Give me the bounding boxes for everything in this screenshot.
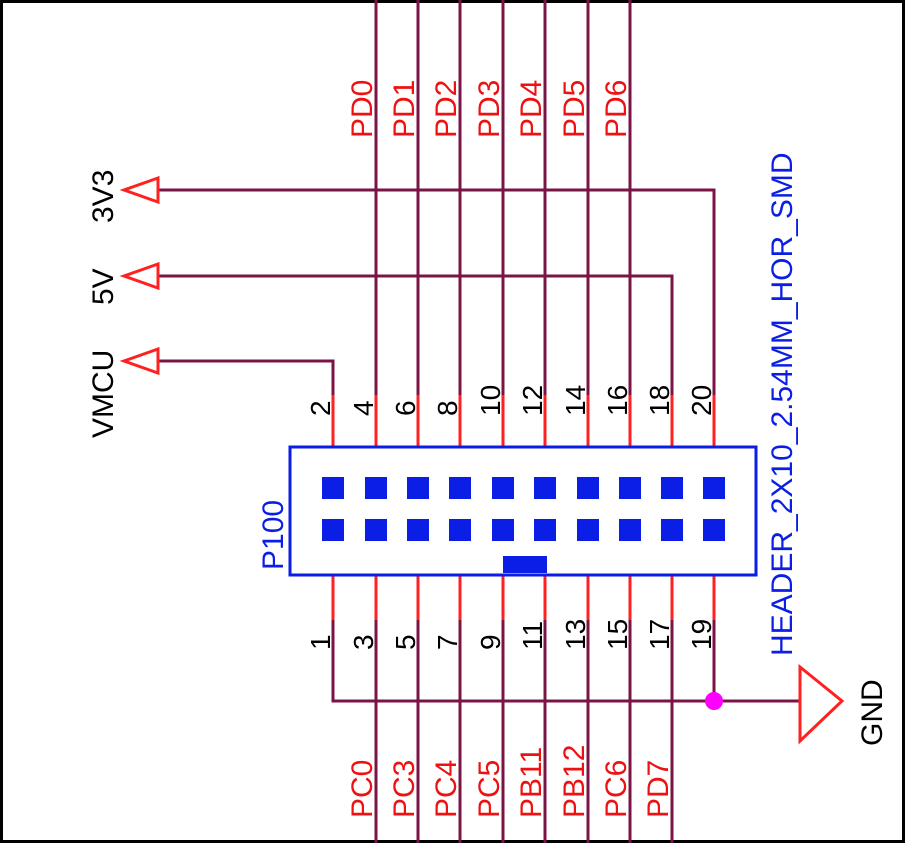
pad-even <box>449 477 471 499</box>
power-symbols-layer <box>119 175 845 745</box>
pin-number: 8 <box>432 400 463 416</box>
pad-even <box>703 477 725 499</box>
pin-number: 10 <box>475 385 506 416</box>
pad-odd <box>322 519 344 541</box>
net-label: PD7 <box>642 760 675 818</box>
pin-number: 7 <box>432 634 463 650</box>
net-label: PD2 <box>430 80 463 138</box>
net-label: PB11 <box>515 747 548 818</box>
pin-number: 9 <box>475 634 506 650</box>
pin-number: 14 <box>560 385 591 416</box>
pad-even <box>661 477 683 499</box>
pad-odd <box>365 519 387 541</box>
pin-stubs-layer <box>331 395 716 620</box>
wire-3v3 <box>158 188 716 395</box>
pad-even <box>407 477 429 499</box>
net-label: PD4 <box>515 80 548 138</box>
pin-number: 17 <box>644 619 675 650</box>
pad-even <box>619 477 641 499</box>
power-net-label: 3V3 <box>87 170 120 223</box>
pads-layer <box>322 477 725 541</box>
net-label: PC5 <box>473 760 506 818</box>
pad-odd <box>449 519 471 541</box>
pad-even <box>365 477 387 499</box>
pin-number: 1 <box>305 634 336 650</box>
pin-number: 3 <box>348 634 379 650</box>
pin-one-marker <box>503 556 547 573</box>
bottom-net-labels: PC0 PC3 PC4 PC5 PB11 PB12 PC6 PD7 <box>346 745 675 818</box>
net-label: PD6 <box>600 80 633 138</box>
pad-even <box>322 477 344 499</box>
power-arrow-icon <box>119 175 160 205</box>
pad-odd <box>703 519 725 541</box>
power-arrow-icon <box>119 261 160 291</box>
net-label: PC0 <box>346 760 379 818</box>
pin-number: 6 <box>390 400 421 416</box>
pin-number: 16 <box>602 385 633 416</box>
pad-even <box>577 477 599 499</box>
pad-even <box>534 477 556 499</box>
net-label: PD5 <box>558 80 591 138</box>
wire-vmcu <box>158 359 335 395</box>
wire-5v <box>158 274 674 395</box>
pin-number: 15 <box>602 619 633 650</box>
pin-number: 12 <box>517 385 548 416</box>
pad-odd <box>661 519 683 541</box>
pad-odd <box>577 519 599 541</box>
net-label: PC3 <box>388 760 421 818</box>
pad-even <box>492 477 514 499</box>
header-body <box>288 445 758 577</box>
pin-number: 20 <box>686 385 717 416</box>
pin-number: 5 <box>390 634 421 650</box>
top-net-labels: PD0 PD1 PD2 PD3 PD4 PD5 PD6 <box>346 80 633 138</box>
pin-number: 18 <box>644 385 675 416</box>
pin-number: 4 <box>348 400 379 416</box>
power-arrow-icon <box>119 346 160 376</box>
net-label: PD1 <box>388 80 421 138</box>
net-label: PD0 <box>346 80 379 138</box>
net-label: PC6 <box>600 760 633 818</box>
net-label: PB12 <box>558 745 591 818</box>
wires-layer <box>158 0 800 843</box>
pin-number: 11 <box>517 621 548 650</box>
net-label: PC4 <box>430 760 463 818</box>
pin-number: 2 <box>305 400 336 416</box>
designator-label: P100 <box>257 500 290 570</box>
wire-gnd <box>331 620 800 703</box>
pad-odd <box>534 519 556 541</box>
ground-net-label: GND <box>856 679 889 746</box>
pad-odd <box>407 519 429 541</box>
pad-odd <box>492 519 514 541</box>
ground-triangle-icon <box>798 663 845 745</box>
net-label: PD3 <box>473 80 506 138</box>
footprint-label: HEADER_2X10_2.54MM_HOR_SMD <box>766 152 799 656</box>
power-net-label: VMCU <box>87 350 120 438</box>
pin-number: 13 <box>560 619 591 650</box>
pin-number: 19 <box>686 619 717 650</box>
power-net-label: 5V <box>87 268 120 305</box>
pad-odd <box>619 519 641 541</box>
junction-dot <box>705 692 723 710</box>
